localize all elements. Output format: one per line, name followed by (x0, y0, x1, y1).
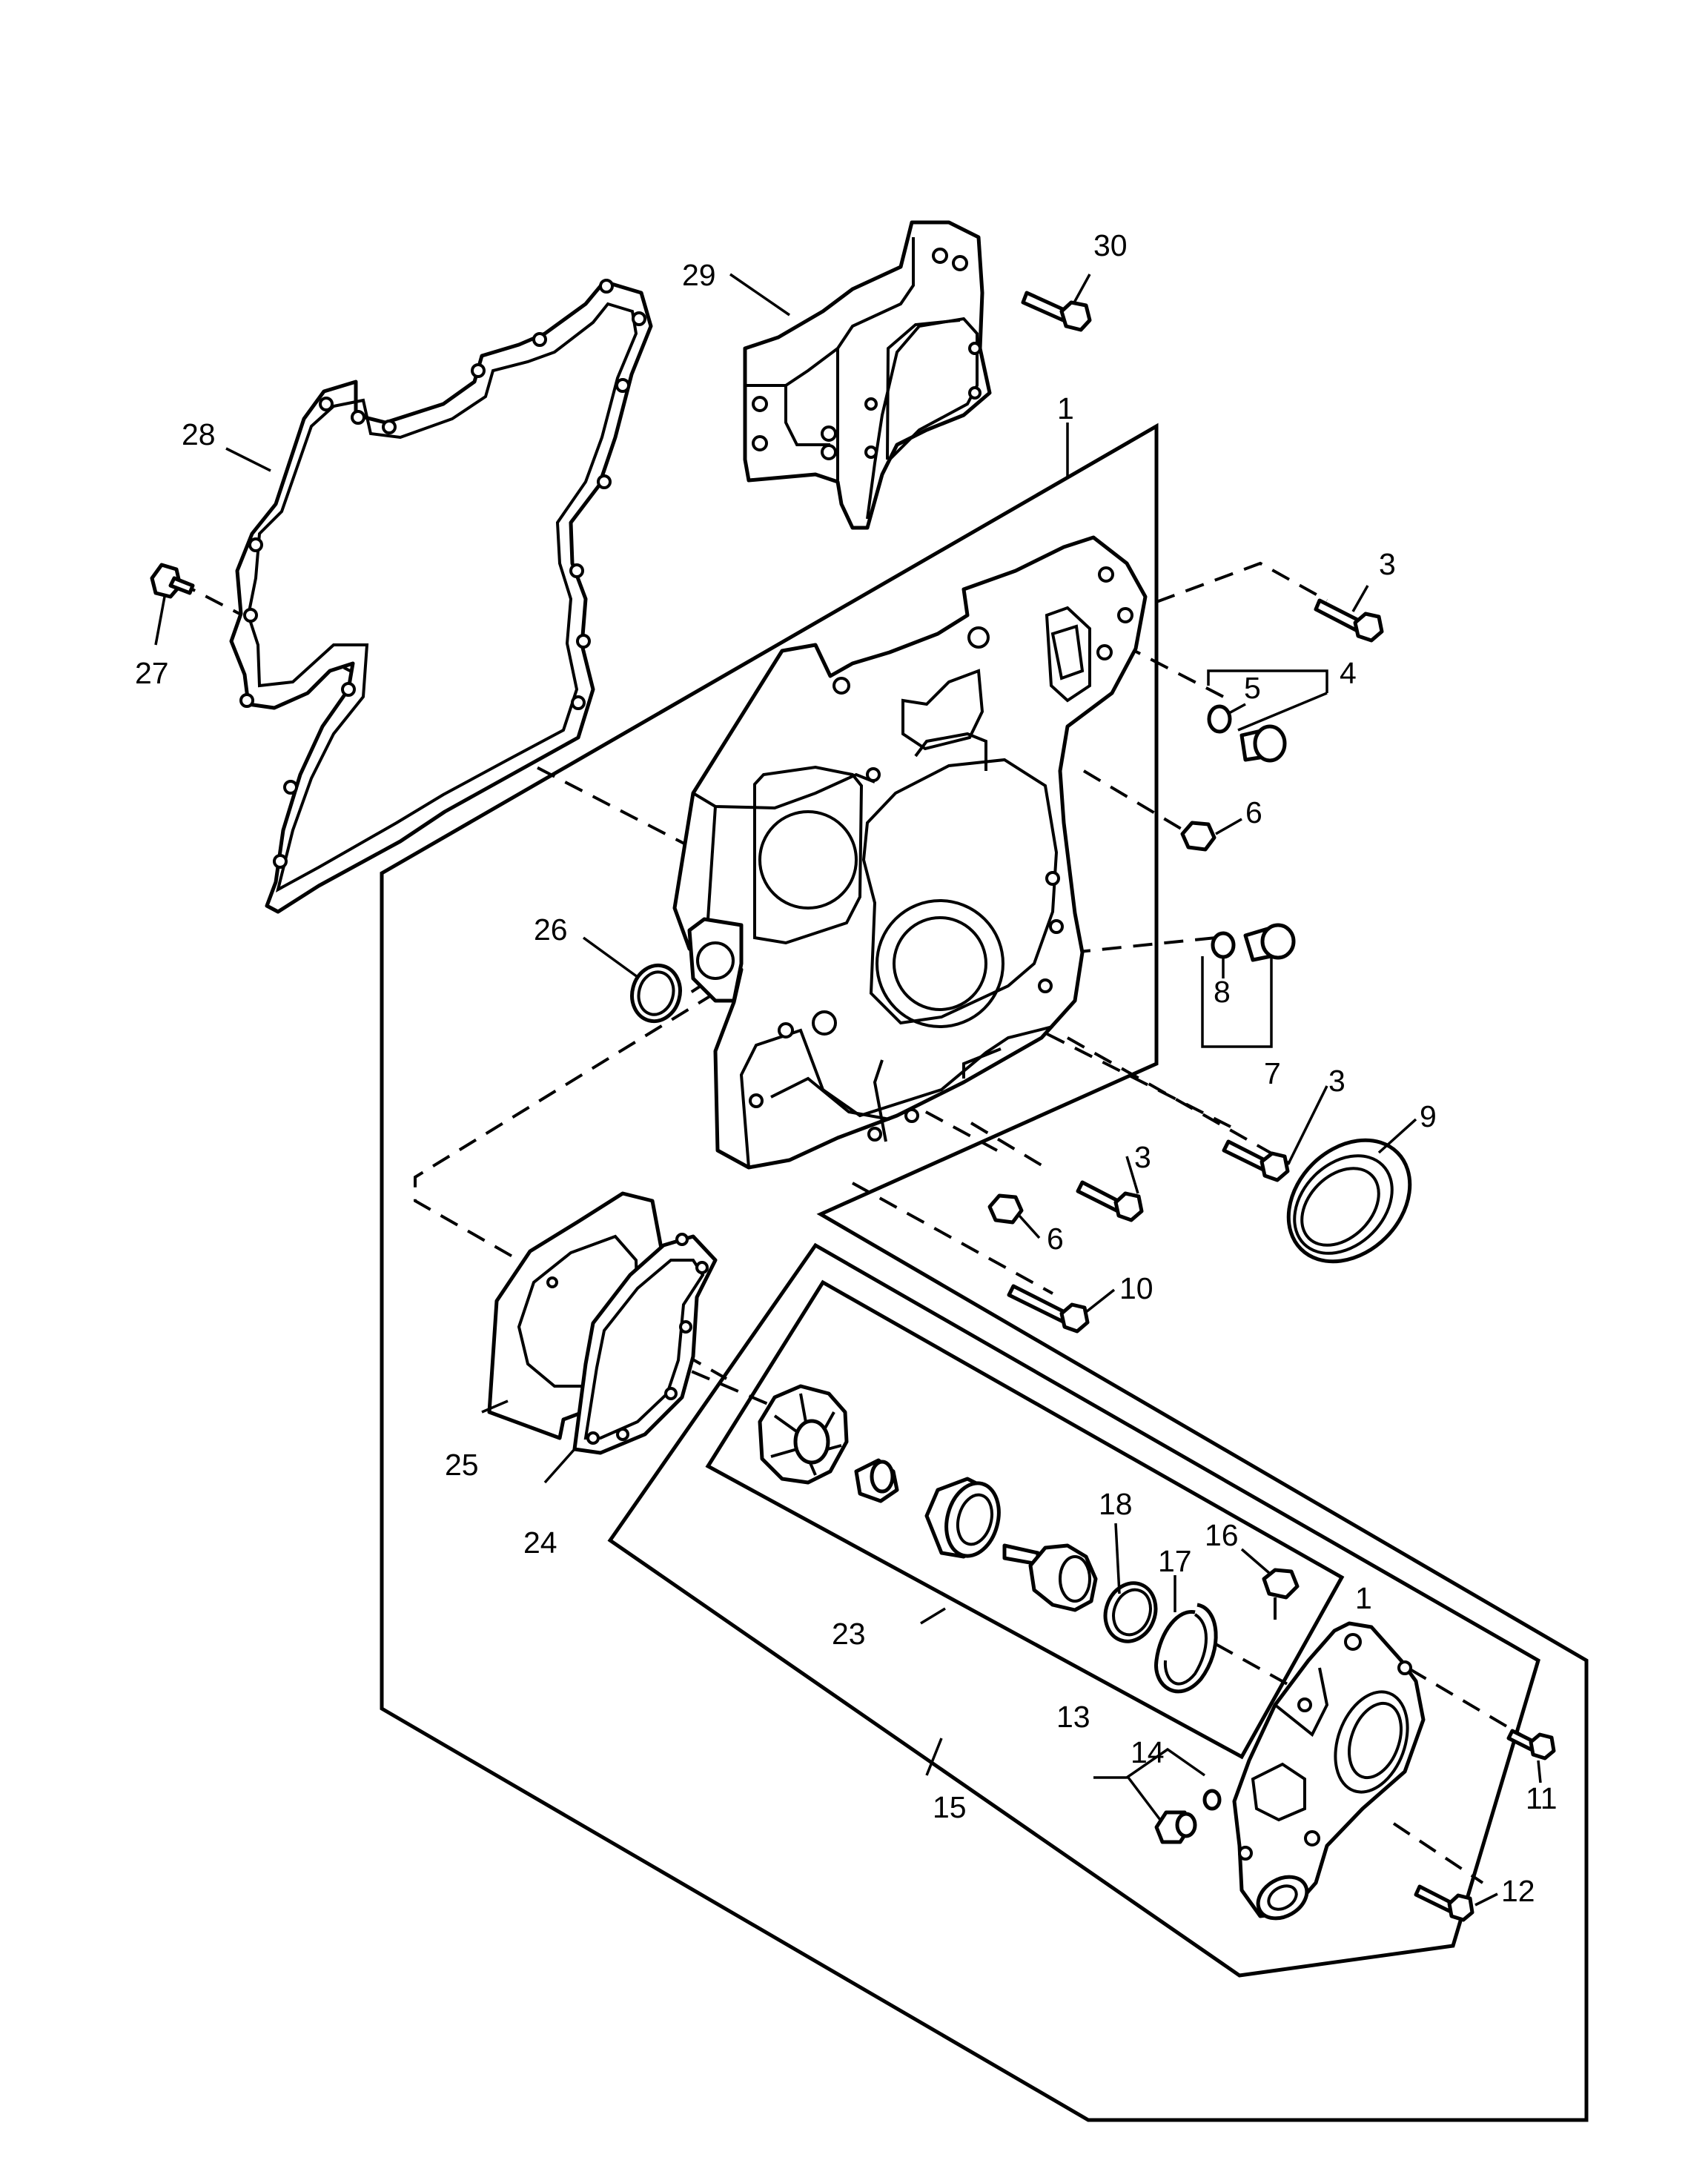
assembly-1-frame (380, 423, 1589, 2122)
callout-17: 17 (1158, 1544, 1192, 1578)
impeller-part-23 (758, 1384, 849, 1485)
callout-28: 28 (182, 417, 216, 451)
washer-part-5 (1207, 704, 1232, 734)
assembly-15-frame (607, 1242, 1540, 1978)
callout-29: 29 (682, 258, 716, 292)
callout-6-upper: 6 (1245, 795, 1262, 829)
gasket-part-28 (229, 279, 653, 914)
bracket-part-29 (743, 220, 992, 530)
bolt-part-12 (1414, 1884, 1474, 1922)
callout-15: 15 (933, 1790, 967, 1824)
bolt-part-10 (1007, 1284, 1090, 1334)
bolt-part-27 (150, 563, 195, 599)
callout-7: 7 (1264, 1056, 1281, 1090)
callout-8: 8 (1214, 975, 1231, 1009)
callout-30: 30 (1093, 228, 1128, 262)
leader-lines (154, 273, 1542, 1907)
callout-12: 12 (1501, 1874, 1535, 1908)
plug-part-14 (1154, 1789, 1222, 1844)
bolt-part-3-top (1314, 598, 1384, 643)
callout-13: 13 (1056, 1700, 1090, 1734)
callout-25: 25 (445, 1448, 479, 1482)
callout-11: 11 (1526, 1781, 1558, 1815)
callout-3-middle: 3 (1328, 1064, 1345, 1098)
plug-part-16 (1262, 1568, 1300, 1620)
o-ring-part-26 (630, 963, 682, 1024)
callout-27: 27 (135, 656, 169, 690)
callout-1: 1 (1057, 391, 1074, 425)
seal-part-9 (1286, 1138, 1412, 1264)
nut-part-6-lower (987, 1193, 1024, 1225)
gear-housing-part-1 (672, 535, 1148, 1170)
bolt-part-3-middle (1222, 1139, 1290, 1182)
callout-24: 24 (523, 1526, 557, 1560)
bolt-part-11 (1506, 1729, 1556, 1760)
callout-3-top: 3 (1379, 547, 1396, 581)
plug-part-7 (1243, 923, 1296, 962)
callout-labels: 1 1 3 3 3 4 5 6 6 7 8 9 10 11 12 13 14 1… (135, 228, 1558, 1908)
bolt-part-30 (1021, 291, 1092, 332)
shaft-part-23 (1002, 1543, 1098, 1612)
plug-part-4 (1239, 724, 1287, 763)
callout-10: 10 (1119, 1271, 1153, 1305)
callout-5: 5 (1244, 671, 1261, 705)
sleeve-part-23 (854, 1458, 899, 1503)
callout-3-lower: 3 (1134, 1140, 1151, 1174)
snap-ring-part-18 (1103, 1581, 1158, 1643)
bolt-part-3-lower (1076, 1180, 1144, 1222)
callout-1-pump: 1 (1355, 1581, 1372, 1615)
callout-9: 9 (1420, 1099, 1437, 1133)
callout-4: 4 (1340, 656, 1357, 690)
callout-26: 26 (534, 912, 568, 947)
washer-part-8 (1211, 931, 1236, 959)
gasket-part-24 (572, 1233, 718, 1455)
callout-14: 14 (1131, 1735, 1165, 1769)
pump-housing-part-13 (1232, 1621, 1426, 1921)
nut-part-6-upper (1180, 821, 1217, 852)
callout-23: 23 (832, 1617, 866, 1651)
callout-16: 16 (1205, 1518, 1239, 1552)
callout-18: 18 (1099, 1487, 1133, 1521)
callout-6-lower: 6 (1047, 1222, 1064, 1256)
bearing-part-23 (924, 1477, 1001, 1559)
assembly-13-frame (705, 1279, 1345, 1760)
snap-ring-part-17 (1154, 1603, 1218, 1694)
